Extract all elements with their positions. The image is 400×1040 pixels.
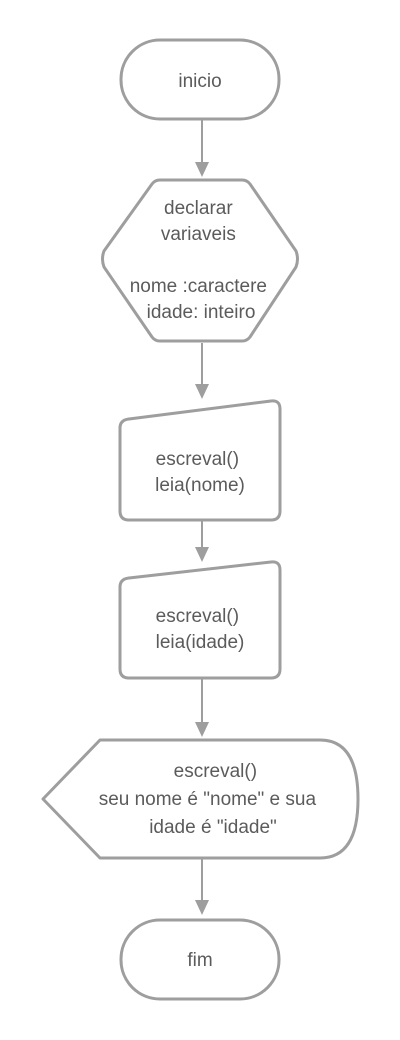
node-label-line: nome :caractere	[130, 276, 267, 297]
connector-declare-to-input-name	[195, 343, 209, 399]
manual-input-shape	[118, 399, 282, 522]
node-label: escreval() leia(idade)	[156, 606, 245, 653]
display-shape	[41, 738, 360, 860]
node-label-line: escreval()	[156, 449, 239, 470]
node-label-line: seu nome é "nome" e sua	[99, 789, 317, 810]
node-label: escreval() seu nome é "nome" e sua idade…	[99, 761, 322, 838]
node-label-line: declarar	[164, 198, 233, 219]
node-label-line: escreval()	[174, 761, 257, 782]
terminal-shape	[119, 38, 281, 121]
node-declare-variables: declarar variaveis nome :caractere idade…	[101, 178, 299, 343]
connectors	[195, 120, 209, 915]
arrowhead	[195, 384, 209, 399]
node-label: inicio	[178, 71, 221, 92]
node-label-line: fim	[187, 950, 212, 971]
node-label: fim	[187, 950, 212, 971]
node-label: declarar variaveis nome :caractere idade…	[130, 198, 273, 323]
preparation-shape	[101, 178, 299, 343]
node-label-line: idade é "idade"	[149, 817, 277, 838]
node-label-line: idade: inteiro	[147, 302, 256, 323]
node-label-line: leia(idade)	[156, 632, 245, 653]
node-input-name: escreval() leia(nome)	[118, 399, 282, 522]
connector-input-name-to-input-age	[195, 520, 209, 562]
node-label-line: inicio	[178, 71, 221, 92]
arrowhead	[195, 162, 209, 177]
node-start: inicio	[119, 38, 281, 121]
arrowhead	[195, 722, 209, 737]
node-input-age: escreval() leia(idade)	[118, 560, 282, 680]
node-label-line: escreval()	[156, 606, 239, 627]
node-end: fim	[119, 918, 281, 1001]
arrowhead	[195, 547, 209, 562]
node-label: escreval() leia(nome)	[155, 449, 245, 496]
node-output: escreval() seu nome é "nome" e sua idade…	[41, 738, 360, 860]
arrowhead	[195, 900, 209, 915]
connector-start-to-declare	[195, 120, 209, 177]
connector-input-age-to-output	[195, 678, 209, 737]
node-label-line: leia(nome)	[155, 475, 245, 496]
node-label-line: variaveis	[161, 224, 236, 245]
terminal-shape	[119, 918, 281, 1001]
manual-input-shape	[118, 560, 282, 680]
connector-output-to-end	[195, 859, 209, 915]
